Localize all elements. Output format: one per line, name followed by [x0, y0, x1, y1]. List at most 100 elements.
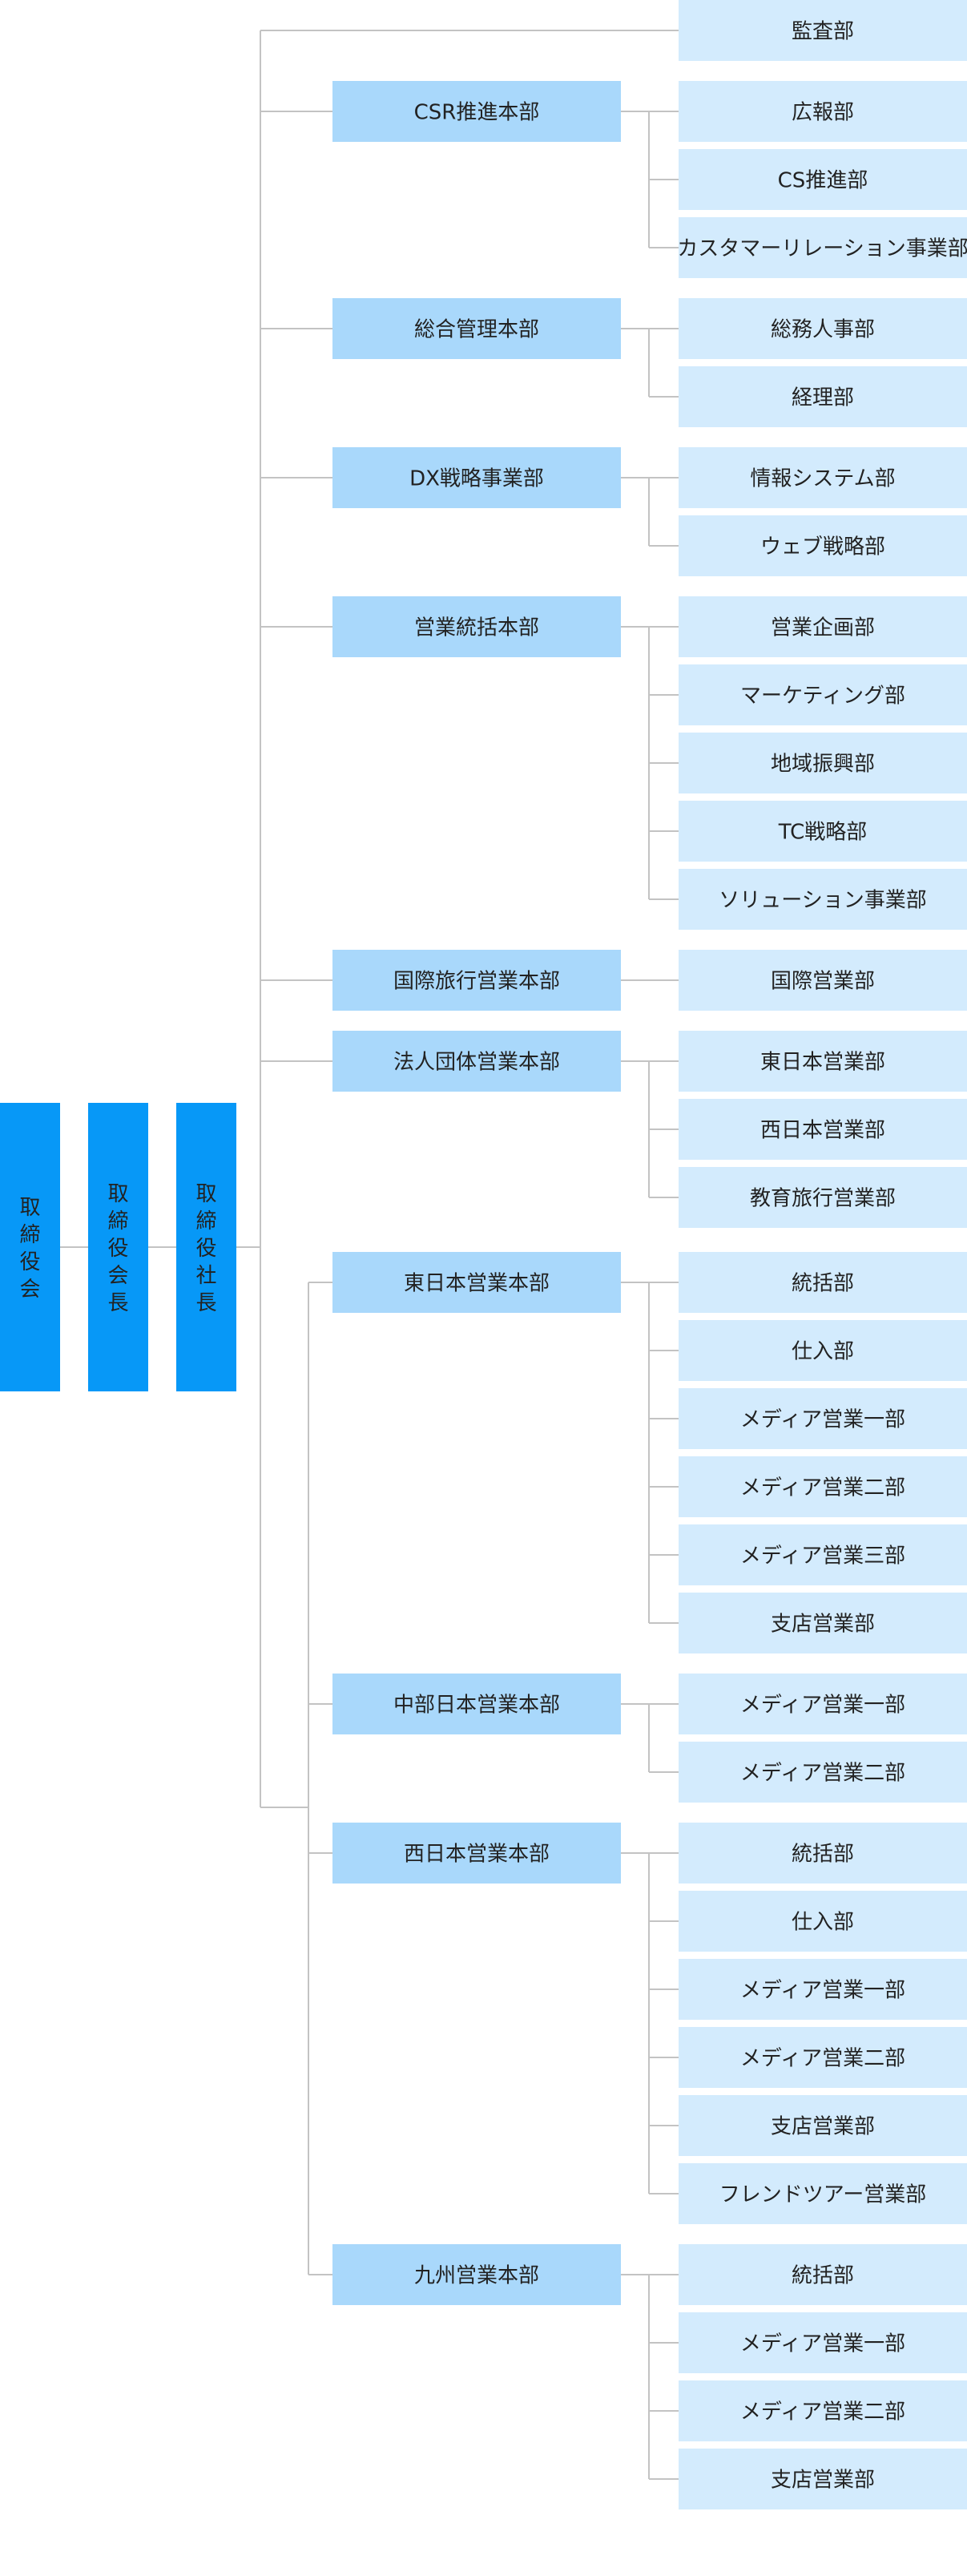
department-box [679, 1456, 967, 1517]
department-box [679, 515, 967, 576]
department-label: CS推進部 [778, 168, 868, 192]
regional-headquarters: 東日本営業本部 [332, 1252, 621, 1313]
department-label: 営業企画部 [771, 616, 875, 640]
president-label: 取締役社長 [195, 1182, 216, 1315]
department-box [679, 298, 967, 359]
chairman-label: 取締役会長 [107, 1182, 128, 1315]
department-box [679, 1823, 967, 1884]
department-box [679, 217, 967, 278]
department: 広報部 [679, 81, 967, 142]
org-boxes: 監査部CSR推進本部広報部CS推進部カスタマーリレーション事業部総合管理本部総務… [0, 0, 967, 2509]
department-box [679, 1524, 967, 1585]
department-label: メディア営業二部 [740, 1761, 905, 1785]
department-label: 東日本営業部 [760, 1050, 885, 1074]
department-box [679, 1388, 967, 1449]
department: 営業企画部 [679, 596, 967, 657]
regional-headquarters-box [332, 1823, 621, 1884]
department-label: メディア営業一部 [740, 1407, 905, 1431]
board-label: 取締役会 [19, 1196, 40, 1302]
board: 取締役会 [0, 1103, 60, 1391]
department-box [679, 2095, 967, 2156]
regional-headquarters: 西日本営業本部 [332, 1823, 621, 1884]
department-label: メディア営業一部 [740, 1693, 905, 1717]
direct-headquarters: DX戦略事業部 [332, 447, 621, 508]
department-label: 支店営業部 [771, 2114, 875, 2138]
department: メディア営業三部 [679, 1524, 967, 1585]
department-box [679, 596, 967, 657]
department-box [679, 2312, 967, 2373]
direct-headquarters-label: 国際旅行営業本部 [393, 969, 560, 993]
department: CS推進部 [679, 149, 967, 210]
department-box [679, 2244, 967, 2305]
department-box [679, 1320, 967, 1381]
department: 支店営業部 [679, 2095, 967, 2156]
department-label: 支店営業部 [771, 2468, 875, 2492]
department-label: 広報部 [792, 100, 854, 124]
president-box [176, 1103, 236, 1391]
department-box [679, 1252, 967, 1313]
department-box [679, 664, 967, 725]
department-label: マーケティング部 [740, 684, 905, 708]
department-box [679, 149, 967, 210]
department-box [679, 1167, 967, 1228]
department-label: 国際営業部 [771, 969, 875, 993]
direct-headquarters: CSR推進本部 [332, 81, 621, 142]
department: 統括部 [679, 1823, 967, 1884]
department-label: メディア営業一部 [740, 2332, 905, 2356]
regional-headquarters-box [332, 2244, 621, 2305]
department: 監査部 [679, 0, 967, 61]
department: ソリューション事業部 [679, 869, 967, 930]
chairman-box [88, 1103, 148, 1391]
department-label: 西日本営業部 [760, 1118, 885, 1142]
direct-headquarters-label: 法人団体営業本部 [393, 1050, 560, 1074]
department: 支店営業部 [679, 2449, 967, 2509]
president: 取締役社長 [176, 1103, 236, 1391]
department-box [679, 1593, 967, 1653]
department-box [679, 1099, 967, 1160]
regional-headquarters: 九州営業本部 [332, 2244, 621, 2305]
department-label: メディア営業二部 [740, 1476, 905, 1500]
department: ウェブ戦略部 [679, 515, 967, 576]
regional-headquarters: 中部日本営業本部 [332, 1674, 621, 1734]
direct-headquarters: 国際旅行営業本部 [332, 950, 621, 1011]
direct-headquarters: 総合管理本部 [332, 298, 621, 359]
department: メディア営業一部 [679, 1959, 967, 2020]
department-label: 情報システム部 [750, 466, 895, 491]
direct-headquarters-box [332, 950, 621, 1011]
department-box [679, 1674, 967, 1734]
department-box [679, 950, 967, 1011]
department: 経理部 [679, 366, 967, 427]
department-box [679, 2163, 967, 2224]
department-label: フレンドツアー営業部 [719, 2182, 926, 2207]
direct-headquarters-label: CSR推進本部 [414, 100, 540, 124]
board-box [0, 1103, 60, 1391]
department-label: ソリューション事業部 [719, 888, 926, 912]
department-box [679, 1959, 967, 2020]
department-box [679, 2380, 967, 2441]
department: メディア営業一部 [679, 1674, 967, 1734]
chairman: 取締役会長 [88, 1103, 148, 1391]
department-label: 仕入部 [792, 1339, 854, 1363]
department: メディア営業一部 [679, 2312, 967, 2373]
department: 仕入部 [679, 1891, 967, 1952]
department: 教育旅行営業部 [679, 1167, 967, 1228]
department: 統括部 [679, 1252, 967, 1313]
department: メディア営業一部 [679, 1388, 967, 1449]
department: 地域振興部 [679, 733, 967, 793]
regional-headquarters-label: 西日本営業本部 [404, 1842, 550, 1866]
department-label: カスタマーリレーション事業部 [677, 236, 967, 260]
regional-headquarters-label: 東日本営業本部 [404, 1271, 550, 1295]
department: メディア営業二部 [679, 1456, 967, 1517]
department-box [679, 733, 967, 793]
department: 国際営業部 [679, 950, 967, 1011]
department: 西日本営業部 [679, 1099, 967, 1160]
department-box [679, 81, 967, 142]
department-box [679, 0, 967, 61]
department-label: TC戦略部 [778, 820, 868, 844]
department-label: ウェブ戦略部 [760, 535, 885, 559]
department: マーケティング部 [679, 664, 967, 725]
department-label: 統括部 [792, 1842, 854, 1866]
department: カスタマーリレーション事業部 [677, 217, 967, 278]
department-box [679, 366, 967, 427]
